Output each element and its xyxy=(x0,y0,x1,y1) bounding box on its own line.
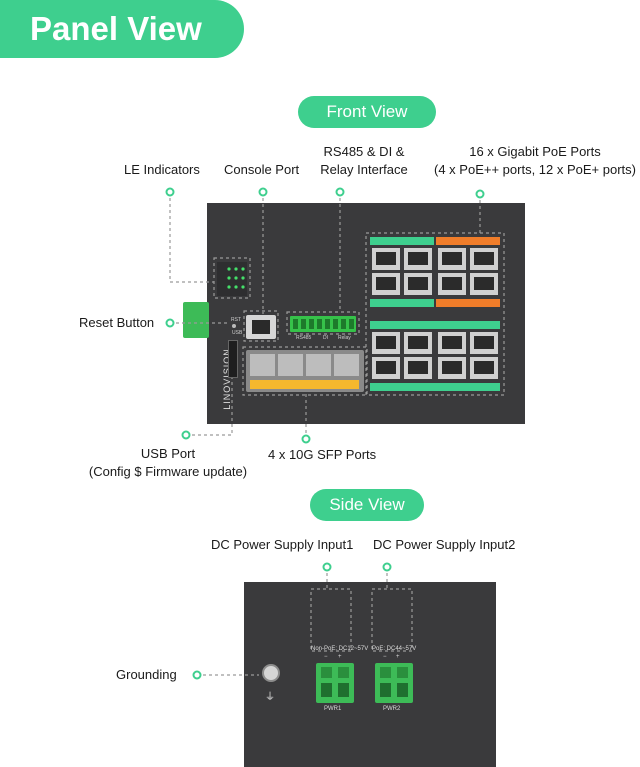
poe-bottom-group-bar-bottom xyxy=(370,383,500,391)
pwr1-plus: + xyxy=(338,654,342,660)
pwr-input1-label: DC Power Supply Input1 xyxy=(211,537,354,552)
pwr1-minus: − xyxy=(324,654,328,660)
sfp-port-3[interactable] xyxy=(306,354,331,376)
poe-plus-plus-bar-top xyxy=(436,237,500,245)
terminal-screws-icon xyxy=(293,319,354,329)
led-indicator-panel xyxy=(217,262,247,296)
pwr-input2-label: DC Power Supply Input2 xyxy=(373,537,516,552)
indicators-label: LE Indicators xyxy=(124,162,200,177)
console-port[interactable] xyxy=(246,315,276,339)
usb-port-label-line2: (Config $ Firmware update) xyxy=(88,464,248,479)
pwr2-text: PWR2 xyxy=(383,706,401,712)
usb-port-label: USB Port (Config $ Firmware update) xyxy=(80,445,256,481)
grounding-label: Grounding xyxy=(116,667,177,682)
pwr2-plus: + xyxy=(396,654,400,660)
reset-button[interactable] xyxy=(232,324,236,328)
pwr2-terminal[interactable] xyxy=(375,663,413,703)
di-text: DI xyxy=(323,335,328,341)
relay-text: Relay xyxy=(338,335,351,341)
ground-symbol-icon: ⏚ xyxy=(265,692,275,703)
rs485-label: RS485 & DI & Relay Interface xyxy=(314,143,414,179)
pwr1-terminal-screws-icon xyxy=(321,667,349,697)
rs485-label-line2: Relay Interface xyxy=(320,162,408,177)
poe-ports-label-line2: (4 x PoE++ ports, 12 x PoE+ ports) xyxy=(434,162,636,177)
rj45-ports-bottom-icon xyxy=(372,332,498,379)
rs485-label-line1: RS485 & DI & xyxy=(323,144,405,159)
pwr1-text: PWR1 xyxy=(324,706,342,712)
usb-port[interactable] xyxy=(228,340,238,378)
switch-side-panel xyxy=(244,582,496,767)
poe-plus-plus-bar-bottom xyxy=(436,299,500,307)
rj45-ports-top-icon xyxy=(372,248,498,295)
pwr2-minus: − xyxy=(383,654,387,660)
pwr2-rating: PoE: DC44~57V xyxy=(372,646,417,652)
console-port-socket xyxy=(252,320,270,334)
din-rail-clip xyxy=(183,302,209,338)
sfp-cage xyxy=(246,350,364,392)
sfp-label-bar xyxy=(250,380,359,389)
pwr1-terminal[interactable] xyxy=(316,663,354,703)
grounding-screw[interactable] xyxy=(262,664,280,682)
rst-text: RST xyxy=(231,317,241,323)
sfp-port-1[interactable] xyxy=(250,354,275,376)
rs485-terminal-block[interactable] xyxy=(290,316,356,332)
sfp-ports-label: 4 x 10G SFP Ports xyxy=(268,447,377,462)
usb-port-label-line1: USB Port xyxy=(140,446,196,461)
poe-bottom-group-bar-top xyxy=(370,321,500,329)
page-title: Panel View xyxy=(0,0,244,58)
side-view-title: Side View xyxy=(310,489,424,521)
poe-port-group-bottom xyxy=(370,321,500,391)
poe-bottom-bar-left xyxy=(370,299,434,307)
front-view-title: Front View xyxy=(298,96,436,128)
rs485-text: RS485 xyxy=(296,335,312,341)
poe-top-bar-left xyxy=(370,237,434,245)
sfp-port-2[interactable] xyxy=(278,354,303,376)
poe-ports-label-line1: 16 x Gigabit PoE Ports xyxy=(469,144,601,159)
console-port-label: Console Port xyxy=(224,162,300,177)
led-dots-icon xyxy=(227,267,245,289)
pwr2-terminal-screws-icon xyxy=(380,667,408,697)
sfp-port-4[interactable] xyxy=(334,354,359,376)
pwr1-rating: Non-PoE: DC12~57V xyxy=(311,646,369,652)
poe-port-group-top xyxy=(370,237,500,307)
reset-button-label: Reset Button xyxy=(79,315,155,330)
usb-text: USB xyxy=(232,330,243,336)
poe-ports-label: 16 x Gigabit PoE Ports (4 x PoE++ ports,… xyxy=(428,143,640,179)
